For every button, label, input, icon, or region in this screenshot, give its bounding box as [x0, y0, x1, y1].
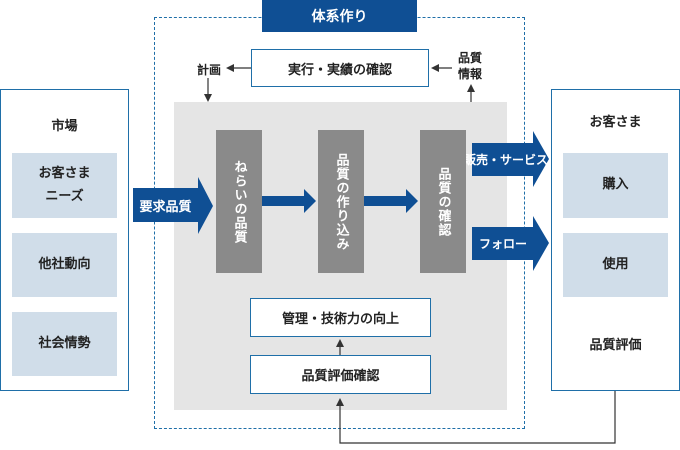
input-arrow-label: 要求品質 — [139, 199, 192, 215]
build-to-confirm-arrow — [364, 189, 418, 213]
sales-arrow-label: 販売・サービス — [464, 153, 549, 167]
sales-arrow — [472, 131, 549, 187]
market-title: 市場 — [51, 118, 78, 134]
plan-label: 計画 — [196, 62, 221, 77]
step-aim-quality: ねらいの品質 — [216, 130, 262, 273]
execution-check-box: 実行・実績の確認 — [251, 49, 429, 87]
aim-to-build-arrow — [262, 189, 316, 213]
step-build-quality: 品質の作り込み — [318, 130, 364, 273]
follow-arrow — [472, 216, 549, 271]
customer-item-use: 使用 — [563, 233, 668, 297]
step-confirm-quality: 品質の確認 — [420, 130, 466, 273]
customer-panel: お客さま 購入 使用 品質評価 — [551, 89, 680, 391]
customer-item-purchase: 購入 — [563, 153, 668, 218]
market-item-competitors: 他社動向 — [12, 233, 117, 297]
quality-eval-check-box: 品質評価確認 — [250, 355, 431, 394]
customer-title: お客さま — [589, 114, 642, 130]
market-item-customer-needs: お客さま ニーズ — [12, 153, 117, 218]
market-panel: 市場 お客さま ニーズ 他社動向 社会情勢 — [0, 89, 129, 391]
improve-box: 管理・技術力の向上 — [250, 298, 431, 337]
customer-quality-eval: 品質評価 — [589, 337, 642, 353]
market-item-social-conditions: 社会情勢 — [12, 312, 117, 376]
quality-info-label: 品質 情報 — [458, 51, 483, 82]
system-title: 体系作り — [262, 0, 417, 32]
feedback-line — [336, 391, 616, 444]
input-arrow — [133, 177, 213, 234]
follow-arrow-label: フォロー — [478, 237, 527, 251]
